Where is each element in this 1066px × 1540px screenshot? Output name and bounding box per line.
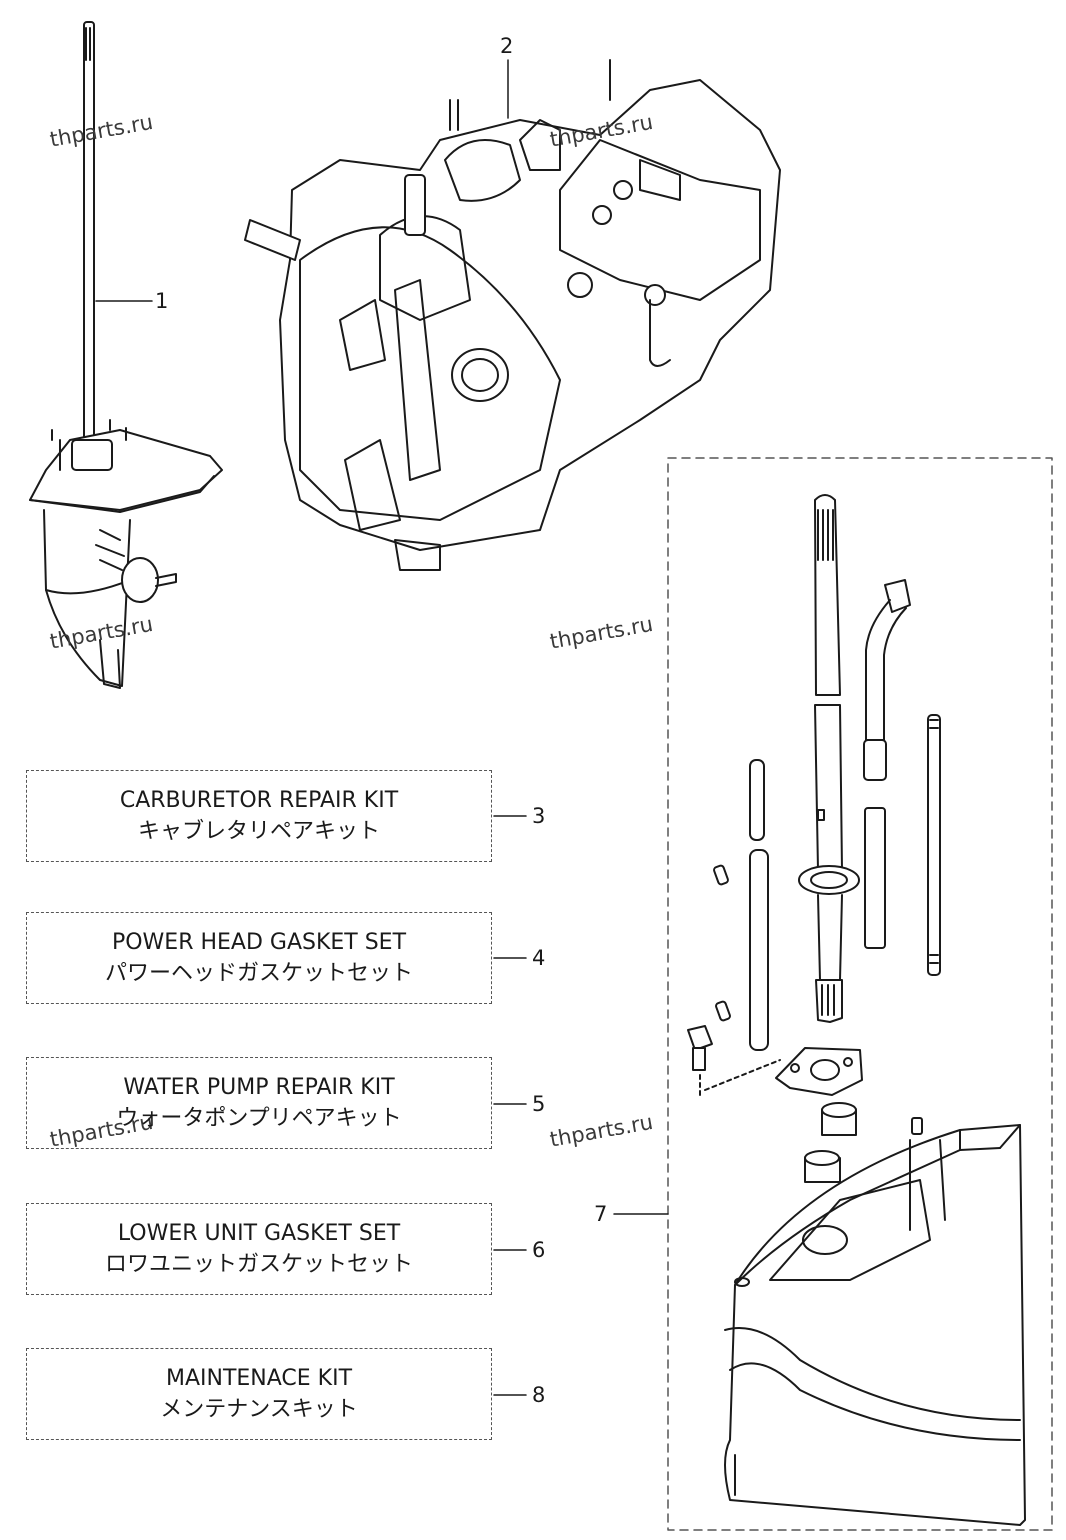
kit-box-lower-unit-gasket: LOWER UNIT GASKET SET ロワユニットガスケットセット <box>26 1203 492 1295</box>
part-1-lower-unit-drawing <box>29 21 223 689</box>
callout-1: 1 <box>155 289 169 313</box>
kit-box-maintenance: MAINTENACE KIT メンテナンスキット <box>26 1348 492 1440</box>
kit-label-en: MAINTENACE KIT <box>165 1366 353 1391</box>
kit-label-jp: ロワユニットガスケットセット <box>104 1252 413 1277</box>
kit-label-en: WATER PUMP REPAIR KIT <box>123 1075 395 1100</box>
kit-label-en: POWER HEAD GASKET SET <box>111 930 407 955</box>
kit-label-jp: キャブレタリペアキット <box>137 819 380 844</box>
callout-7: 7 <box>594 1202 608 1226</box>
kit-box-carburetor-repair: CARBURETOR REPAIR KIT キャブレタリペアキット <box>26 770 492 862</box>
callout-5: 5 <box>532 1092 546 1116</box>
callout-6: 6 <box>532 1238 546 1262</box>
kit-box-water-pump-repair: WATER PUMP REPAIR KIT ウォータポンプリペアキット <box>26 1057 492 1149</box>
callout-3: 3 <box>532 804 546 828</box>
kit-box-power-head-gasket: POWER HEAD GASKET SET パワーヘッドガスケットセット <box>26 912 492 1004</box>
part-2-power-head-drawing <box>244 59 781 571</box>
kit-label-jp: パワーヘッドガスケットセット <box>104 961 413 986</box>
kit-label-en: LOWER UNIT GASKET SET <box>117 1221 401 1246</box>
part-7-components-drawing <box>687 494 1026 1526</box>
kit-label-en: CARBURETOR REPAIR KIT <box>119 788 399 813</box>
callout-4: 4 <box>532 946 546 970</box>
leader-lines <box>95 59 669 1396</box>
callout-2: 2 <box>500 34 514 58</box>
kit-label-jp: ウォータポンプリペアキット <box>116 1106 402 1131</box>
kit-label-jp: メンテナンスキット <box>160 1397 358 1422</box>
callout-8: 8 <box>532 1383 546 1407</box>
